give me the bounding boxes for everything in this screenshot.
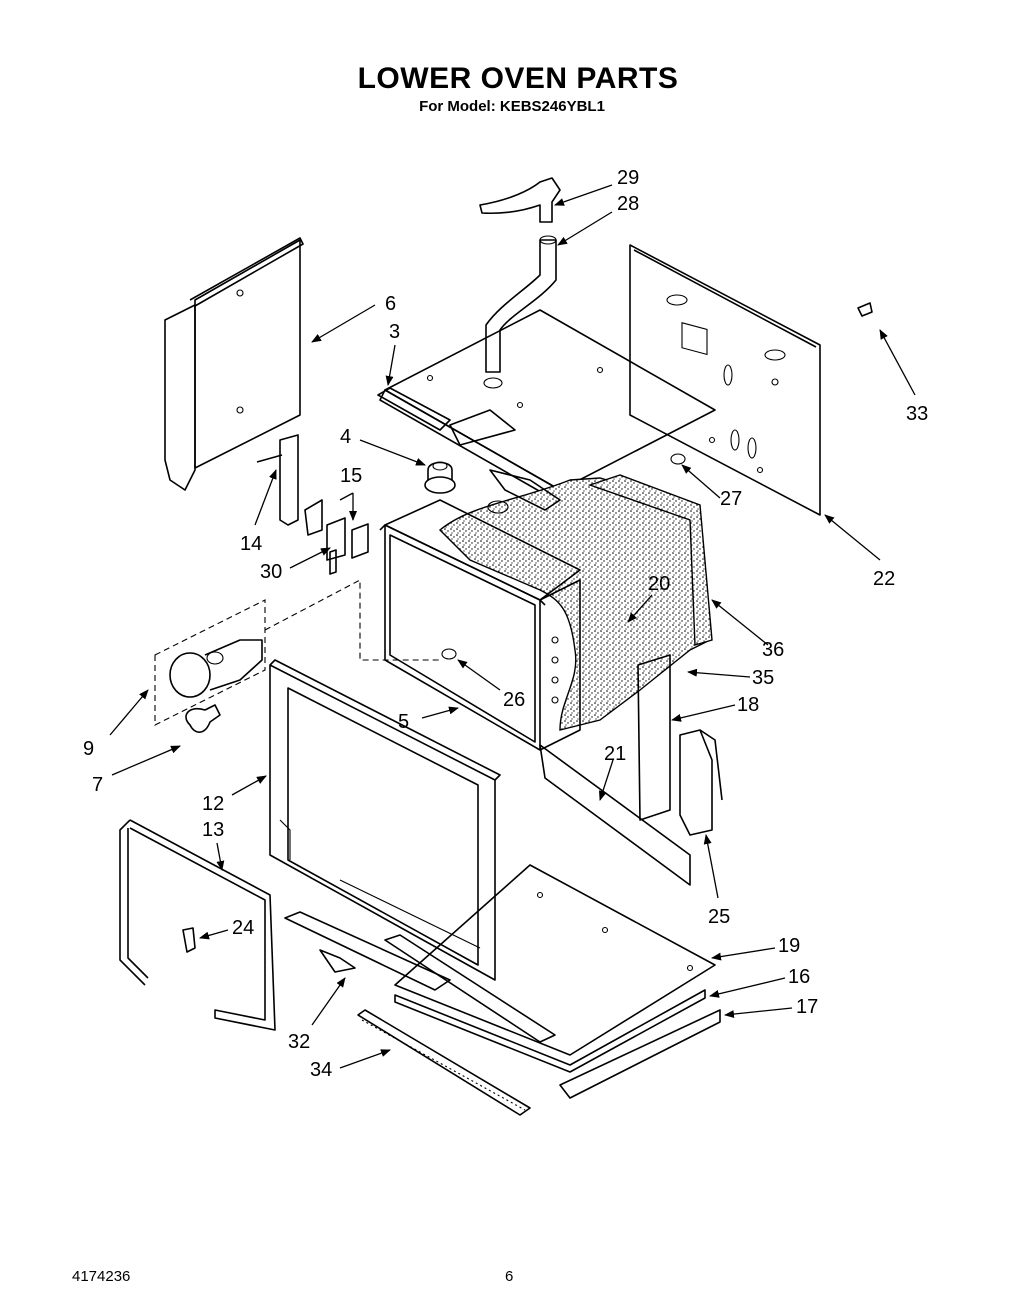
callout-20: 20 [648, 573, 670, 595]
callout-6: 6 [385, 293, 396, 315]
callout-17: 17 [796, 996, 818, 1018]
callout-33: 33 [906, 403, 928, 425]
page-number: 6 [505, 1268, 514, 1285]
oven-light-part [154, 579, 440, 733]
document-number: 4174236 [72, 1268, 131, 1285]
clip-part [857, 302, 873, 317]
callout-25: 25 [708, 906, 730, 928]
callout-numbers: 29 28 6 3 33 4 15 27 14 30 22 20 36 9 26… [83, 167, 928, 1081]
callout-3: 3 [389, 321, 400, 343]
top-panel-part [377, 309, 716, 501]
model-subtitle: For Model: KEBS246YBL1 [419, 98, 605, 115]
callout-35: 35 [752, 667, 774, 689]
callout-24: 24 [232, 917, 254, 939]
callout-28: 28 [617, 193, 639, 215]
side-panel-part [164, 237, 304, 491]
side-brackets [539, 654, 723, 886]
callout-21: 21 [604, 743, 626, 765]
callout-34: 34 [310, 1059, 332, 1081]
oven-cavity-part [379, 469, 713, 751]
rear-panel-part [629, 244, 821, 516]
callout-5: 5 [398, 711, 409, 733]
callout-15: 15 [340, 465, 362, 487]
callout-14: 14 [240, 533, 262, 555]
callout-22: 22 [873, 568, 895, 590]
callout-4: 4 [340, 426, 351, 448]
callout-18: 18 [737, 694, 759, 716]
bottom-panel-part [384, 864, 721, 1099]
callout-12: 12 [202, 793, 224, 815]
callout-7: 7 [92, 774, 103, 796]
callout-16: 16 [788, 966, 810, 988]
callout-30: 30 [260, 561, 282, 583]
vent-trim-parts [284, 911, 531, 1116]
small-brackets [256, 434, 456, 575]
callout-36: 36 [762, 639, 784, 661]
door-gasket-part [119, 819, 276, 1031]
page-title: LOWER OVEN PARTS [357, 62, 679, 95]
callout-19: 19 [778, 935, 800, 957]
callout-27: 27 [720, 488, 742, 510]
callout-29: 29 [617, 167, 639, 189]
vent-tube-parts [479, 177, 561, 389]
callout-13: 13 [202, 819, 224, 841]
callout-9: 9 [83, 738, 94, 760]
leader-lines [109, 184, 916, 1069]
callout-26: 26 [503, 689, 525, 711]
front-frame-part [269, 659, 501, 981]
callout-32: 32 [288, 1031, 310, 1053]
